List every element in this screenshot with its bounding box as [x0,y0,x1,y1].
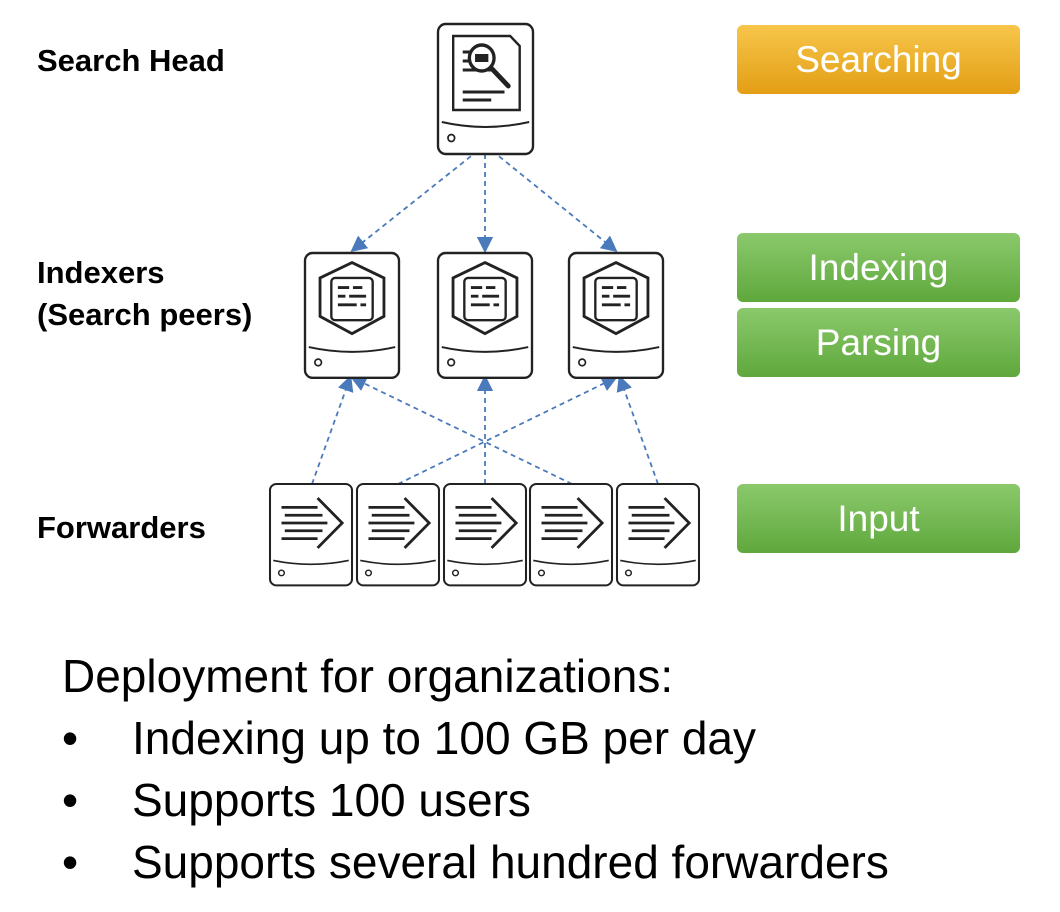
arrow-forwarder-2-to-indexer-3 [397,376,618,485]
list-item: • Supports 100 users [62,769,889,831]
deployment-heading: Deployment for organizations: [62,650,674,702]
arrow-forwarder-1-to-indexer-1 [311,374,354,485]
arrow-forwarder-4-to-indexer-1 [350,376,573,485]
arrow-search-to-indexer-1 [350,144,486,253]
stage-indexing: Indexing [737,233,1020,302]
stage-searching: Searching [737,25,1020,94]
search-head-label: Search Head [37,43,225,78]
list-item-text: Indexing up to 100 GB per day [132,712,756,764]
indexer-server-2 [436,251,534,380]
forwarder-server-1 [268,482,354,587]
forward-arrows-icon [281,497,345,549]
arrow-search-to-indexer-3 [484,144,618,253]
forwarder-server-4 [528,482,614,587]
document-magnifier-icon [452,34,521,112]
bullet-glyph: • [62,836,79,888]
list-item-text: Supports 100 users [132,774,531,826]
deployment-list: • Indexing up to 100 GB per day • Suppor… [62,707,889,893]
search-head-server [436,22,535,156]
deployment-summary: Deployment for organizations: • Indexing… [62,645,889,893]
document-hexagon-icon [451,261,519,336]
document-hexagon-icon [318,261,386,336]
arrow-forwarder-5-to-indexer-3 [616,374,659,485]
indexer-server-1 [303,251,401,380]
list-item-text: Supports several hundred forwarders [132,836,889,888]
forward-arrows-icon [628,497,692,549]
forwarder-server-5 [615,482,701,587]
forward-arrows-icon [455,497,519,549]
list-item: • Indexing up to 100 GB per day [62,707,889,769]
indexers-label: Indexers (Search peers) [37,252,252,336]
forward-arrows-icon [541,497,605,549]
stage-parsing: Parsing [737,308,1020,377]
indexers-label-line2: (Search peers) [37,297,253,332]
bullet-glyph: • [62,774,79,826]
forwarder-server-2 [355,482,441,587]
forwarder-server-3 [442,482,528,587]
connection-arrows [311,144,659,485]
indexers-label-line1: Indexers [37,255,165,290]
indexer-server-3 [567,251,665,380]
document-hexagon-icon [582,261,650,336]
forward-arrows-icon [368,497,432,549]
stage-input: Input [737,484,1020,553]
list-item: • Supports several hundred forwarders [62,831,889,893]
forwarders-label: Forwarders [37,510,206,545]
deployment-diagram [268,22,701,587]
bullet-glyph: • [62,712,79,764]
